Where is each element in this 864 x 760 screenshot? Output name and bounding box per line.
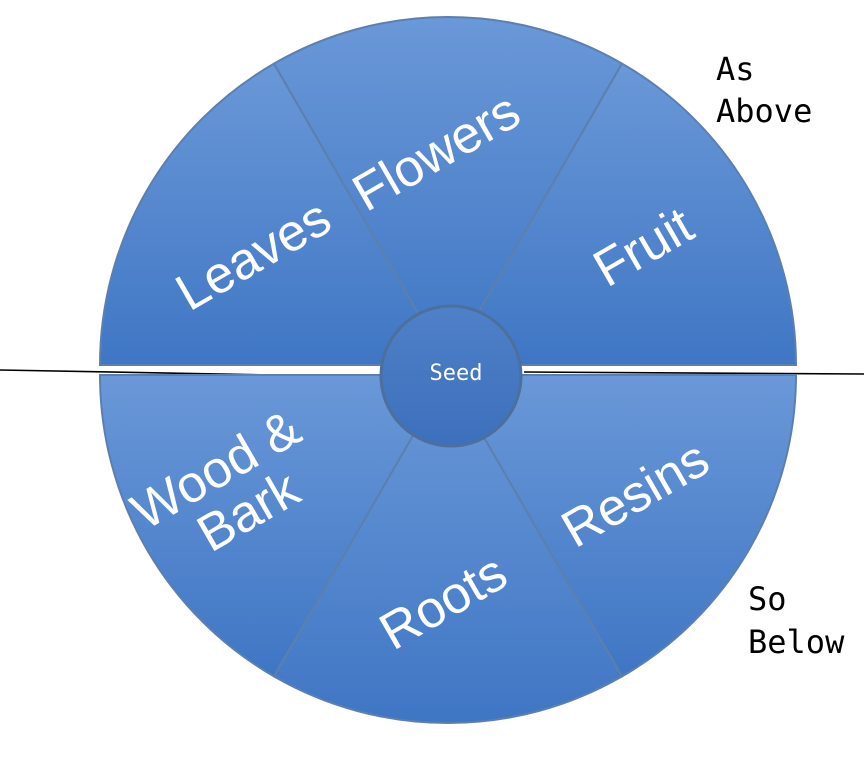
segment-fruit <box>446 62 798 366</box>
segment-wood-bark <box>98 374 450 678</box>
lower-half <box>98 372 798 725</box>
segment-resins <box>446 374 798 678</box>
segment-flowers <box>272 15 624 368</box>
note-as-above: As Above <box>716 50 812 130</box>
segment-roots <box>272 372 624 725</box>
segment-leaves <box>98 62 450 366</box>
horizon-line-right <box>523 371 864 375</box>
seed-label: Seed <box>430 361 483 386</box>
seed-circle <box>379 304 523 448</box>
upper-half <box>98 15 798 368</box>
note-so-below: So Below <box>748 580 845 661</box>
